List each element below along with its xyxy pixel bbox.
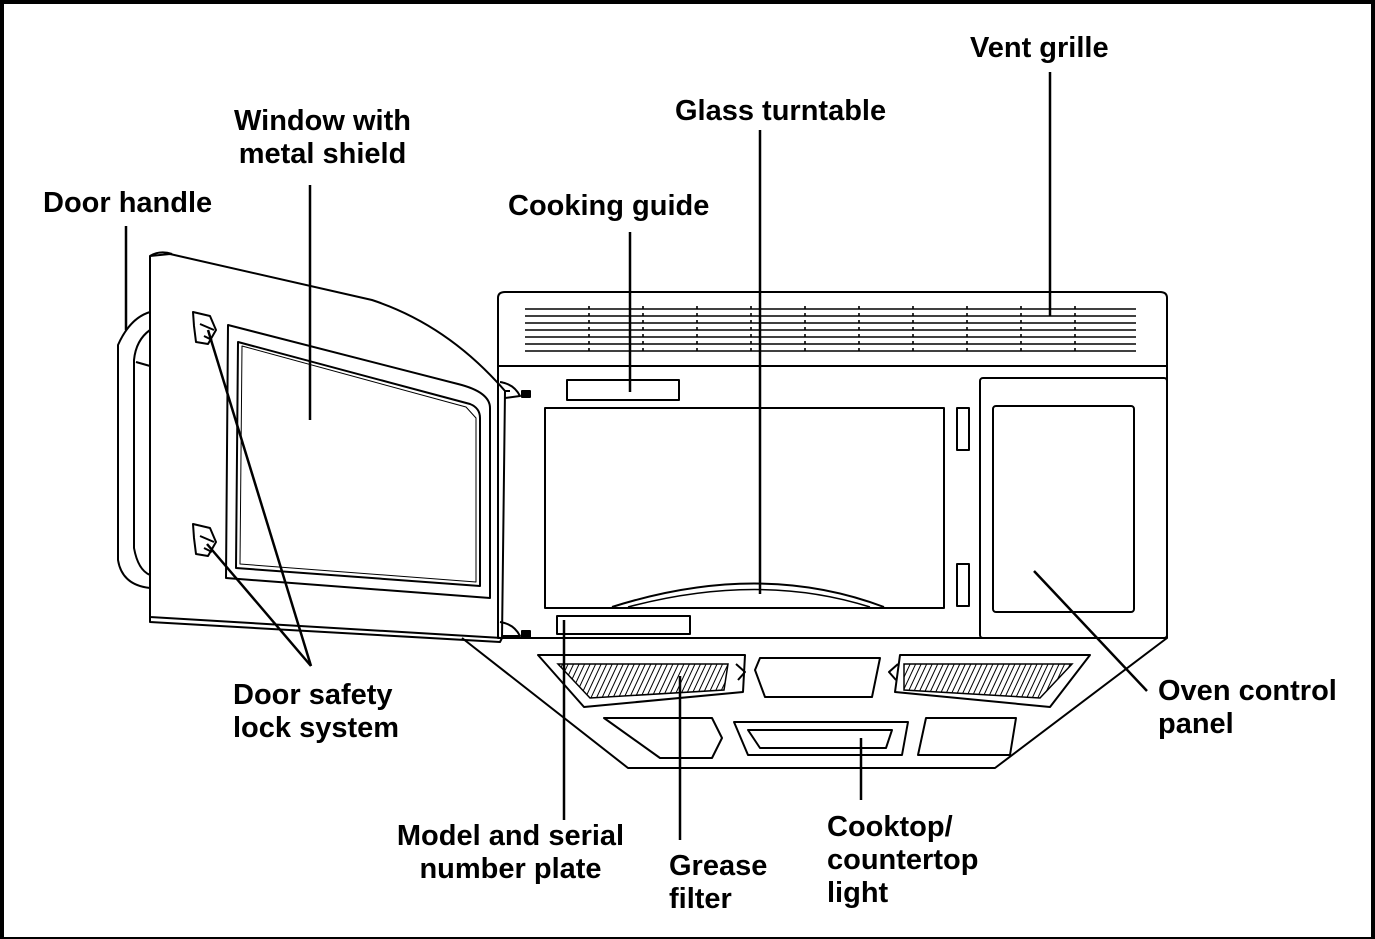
door-window: [225, 324, 491, 599]
label-light-line1: Cooktop/: [827, 811, 953, 843]
label-vent-grille: Vent grille: [970, 32, 1109, 64]
hinges: [499, 381, 531, 638]
label-glass-turntable: Glass turntable: [675, 95, 887, 127]
label-light-line3: light: [827, 877, 889, 909]
label-light-line2: countertop: [827, 844, 979, 876]
label-model-line1: Model and serial: [396, 820, 625, 852]
label-cooking-guide: Cooking guide: [508, 190, 710, 222]
control-panel-shape: [979, 377, 1168, 639]
label-window-with-metal-shield: Window with metal shield: [200, 105, 445, 171]
label-window-line2: metal shield: [238, 138, 407, 170]
label-grease-filter: Grease filter: [669, 850, 767, 916]
bottom-plate: [461, 637, 1168, 769]
label-cooktop-countertop-light: Cooktop/ countertop light: [827, 811, 978, 910]
label-grease-line2: filter: [669, 883, 732, 915]
oven-body: [497, 291, 1168, 639]
label-oven-panel-line2: panel: [1158, 708, 1234, 740]
label-grease-line1: Grease: [669, 850, 768, 882]
label-door-handle: Door handle: [43, 187, 213, 219]
door-handle-shape: [117, 311, 151, 589]
label-model-and-serial-number-plate: Model and serial number plate: [383, 820, 638, 886]
door-lock-latches: [192, 311, 217, 557]
door: [149, 251, 510, 643]
label-door-lock-line2: lock system: [233, 712, 400, 744]
label-door-safety-lock-system: Door safety lock system: [233, 679, 399, 745]
label-door-lock-line1: Door safety: [233, 679, 393, 711]
vent-grille-shape: [525, 306, 1136, 354]
label-model-line2: number plate: [419, 853, 602, 885]
label-oven-control-panel: Oven control panel: [1158, 675, 1337, 741]
leader-door-lock-bottom: [206, 543, 312, 667]
leader-door-lock-top: [206, 329, 313, 667]
leader-oven-panel: [1033, 570, 1148, 692]
grease-filter-right: [903, 663, 1074, 699]
label-window-line1: Window with: [234, 105, 411, 137]
label-oven-panel-line1: Oven control: [1158, 675, 1337, 707]
grease-filter-left: [556, 663, 729, 699]
